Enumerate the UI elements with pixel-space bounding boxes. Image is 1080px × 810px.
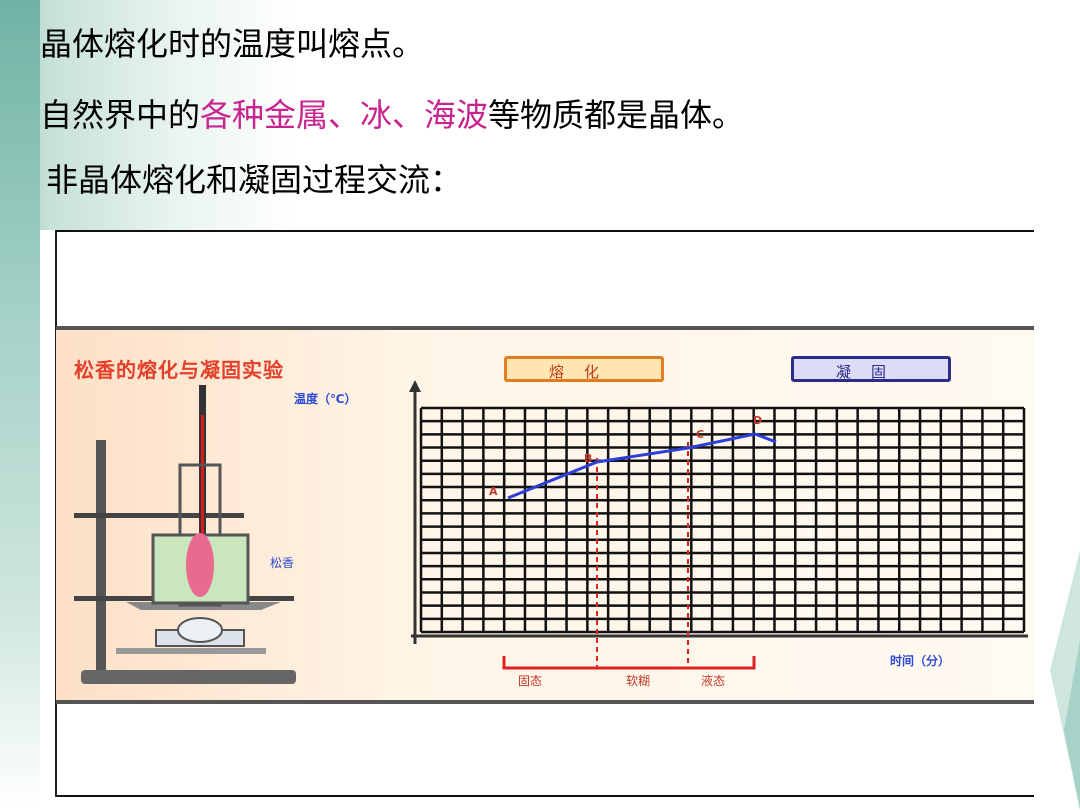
temperature-time-graph <box>409 380 1028 670</box>
crystal-examples-suffix: 等物质都是晶体。 <box>488 96 745 134</box>
solidify-button[interactable]: 凝固 <box>791 356 951 382</box>
y-axis-arrow <box>409 380 421 392</box>
x-axis-label: 时间（分） <box>890 654 951 668</box>
rosin-label: 松香 <box>270 556 295 570</box>
point-label-b: B <box>584 452 593 465</box>
y-axis-label: 温度（℃） <box>294 392 357 406</box>
frame-top-rule <box>56 230 1034 232</box>
melting-point-definition: 晶体熔化时的温度叫熔点。 <box>40 25 425 63</box>
amorphous-discussion-heading: 非晶体熔化和凝固过程交流： <box>46 161 463 199</box>
background-strip <box>0 0 40 810</box>
point-label-a: A <box>489 485 498 498</box>
heating-apparatus-illustration <box>74 385 296 684</box>
temperature-curve <box>507 432 777 500</box>
figure-title: 松香的熔化与凝固实验 <box>74 358 284 382</box>
point-label-c: C <box>696 428 705 441</box>
background-gradient <box>0 0 295 230</box>
frame-bottom-rule <box>56 795 1034 797</box>
crystal-examples-highlight: 各种金属、冰、海波 <box>200 96 489 134</box>
melt-button[interactable]: 熔化 <box>504 356 664 382</box>
phase-bracket <box>502 656 756 670</box>
point-label-d: D <box>753 414 763 427</box>
crystal-examples-prefix: 自然界中的 <box>40 96 201 134</box>
background-swoosh <box>1050 550 1080 810</box>
rosin-experiment-figure: 松香的熔化与凝固实验 熔化 凝固 温度（℃） 时间（分） 松香 A B C D … <box>56 326 1034 704</box>
phase-label-soft: 软糊 <box>626 674 651 688</box>
phase-label-solid: 固态 <box>518 674 543 688</box>
crystal-examples: 自然界中的各种金属、冰、海波等物质都是晶体。 <box>40 95 744 135</box>
phase-label-liquid: 液态 <box>701 674 726 688</box>
